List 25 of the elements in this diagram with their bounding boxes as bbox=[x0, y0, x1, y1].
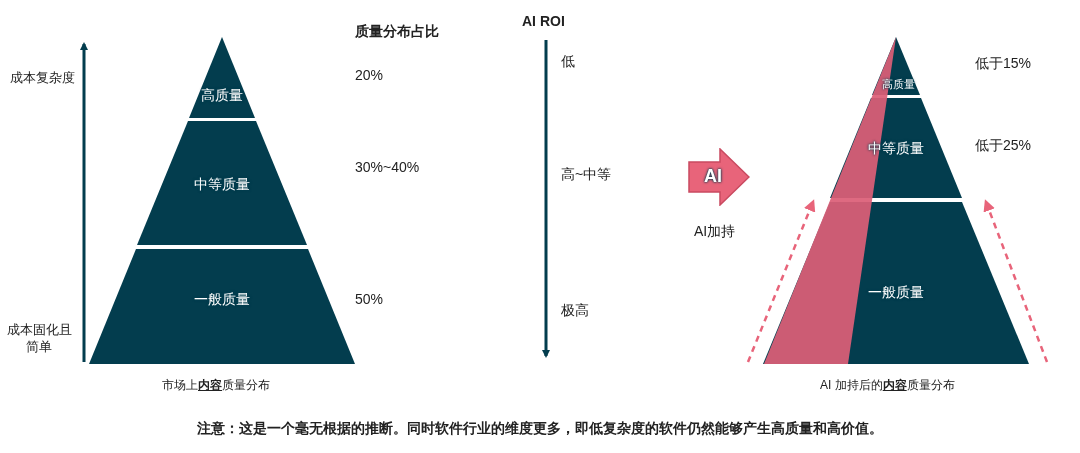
text-label: 低 bbox=[561, 52, 575, 71]
pyramid-tier bbox=[89, 249, 355, 364]
tier-label: 一般质量 bbox=[868, 284, 924, 302]
text-label: 质量分布占比 bbox=[355, 22, 439, 41]
pyramid-tier bbox=[137, 121, 307, 245]
text-label: 高~中等 bbox=[561, 165, 612, 184]
text-label: 低于15% bbox=[975, 54, 1032, 73]
text-label: 20% bbox=[355, 66, 384, 85]
arrow-caption: AI加持 bbox=[694, 222, 736, 241]
figure-caption: AI 加持后的内容质量分布 bbox=[820, 378, 955, 394]
arrow-label: AI bbox=[704, 166, 722, 187]
text-label: 30%~40% bbox=[355, 158, 420, 177]
tier-label: 一般质量 bbox=[194, 291, 250, 309]
text-label: 成本复杂度 bbox=[10, 70, 75, 87]
text-label: 50% bbox=[355, 290, 384, 309]
tier-label: 中等质量 bbox=[194, 176, 250, 194]
tier-label: 高质量 bbox=[201, 87, 243, 105]
note-text: 注意：这是一个毫无根据的推断。同时软件行业的维度更多，即低复杂度的软件仍然能够产生高质量和高价值。 bbox=[196, 420, 884, 438]
pyramid-tier bbox=[188, 37, 256, 118]
text-label: AI ROI bbox=[522, 12, 565, 31]
text-label: 成本固化且简单 bbox=[5, 322, 73, 356]
block-arrow bbox=[688, 148, 750, 206]
text-label: 极高 bbox=[561, 301, 589, 320]
text-label: 低于25% bbox=[975, 136, 1032, 155]
figure-caption: 市场上内容质量分布 bbox=[162, 378, 270, 394]
